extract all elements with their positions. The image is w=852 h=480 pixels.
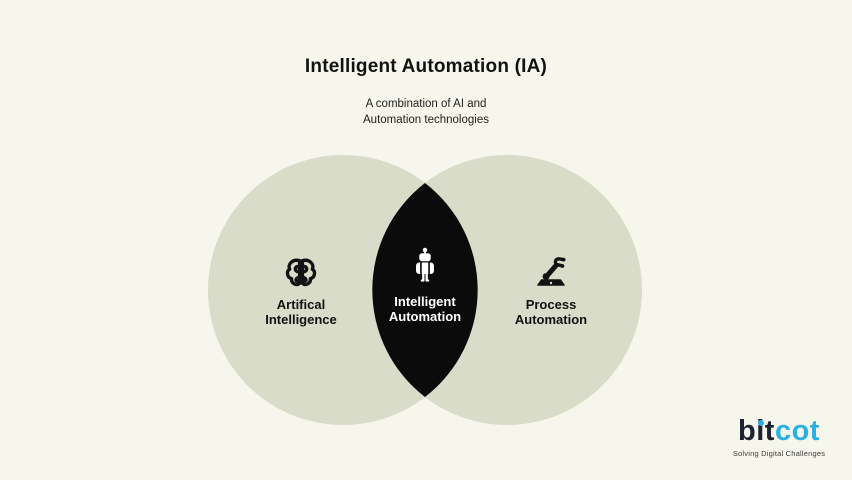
page-subtitle: A combination of AI and Automation techn…	[0, 97, 852, 128]
robot-icon	[350, 245, 500, 285]
right-circle-group: Process Automation	[476, 248, 626, 327]
right-circle-label: Process Automation	[476, 297, 626, 327]
robot-arm-icon	[476, 248, 626, 288]
right-label-line-1: Process	[525, 297, 577, 312]
right-label-line-2: Automation	[514, 311, 588, 327]
brain-icon	[226, 248, 376, 288]
intersection-group: Intelligent Automation	[350, 245, 500, 324]
left-circle-group: Artifical Intelligence	[226, 248, 376, 327]
left-circle-label: Artifical Intelligence	[226, 297, 376, 327]
intersection-label-line-2: Automation	[388, 308, 462, 324]
intersection-label: Intelligent Automation	[350, 294, 500, 324]
logo-i-dot	[757, 419, 764, 426]
left-label-line-1: Artifical	[276, 297, 326, 312]
bitcot-logo: bitcot Solving Digital Challenges	[726, 417, 832, 459]
brand-text-accent: cot	[774, 415, 820, 447]
intersection-lens	[372, 183, 478, 397]
subtitle-line-2: Automation technologies	[363, 113, 489, 126]
brand-text-dark: bit	[738, 415, 775, 447]
header: Intelligent Automation (IA) A combinatio…	[0, 56, 852, 128]
left-label-line-2: Intelligence	[265, 311, 337, 327]
subtitle-line-1: A combination of AI and	[365, 98, 487, 110]
bitcot-wordmark: bitcot	[738, 417, 820, 446]
page-title: Intelligent Automation (IA)	[304, 56, 548, 77]
logo-tagline: Solving Digital Challenges	[732, 449, 826, 458]
intersection-label-line-1: Intelligent	[394, 294, 456, 309]
